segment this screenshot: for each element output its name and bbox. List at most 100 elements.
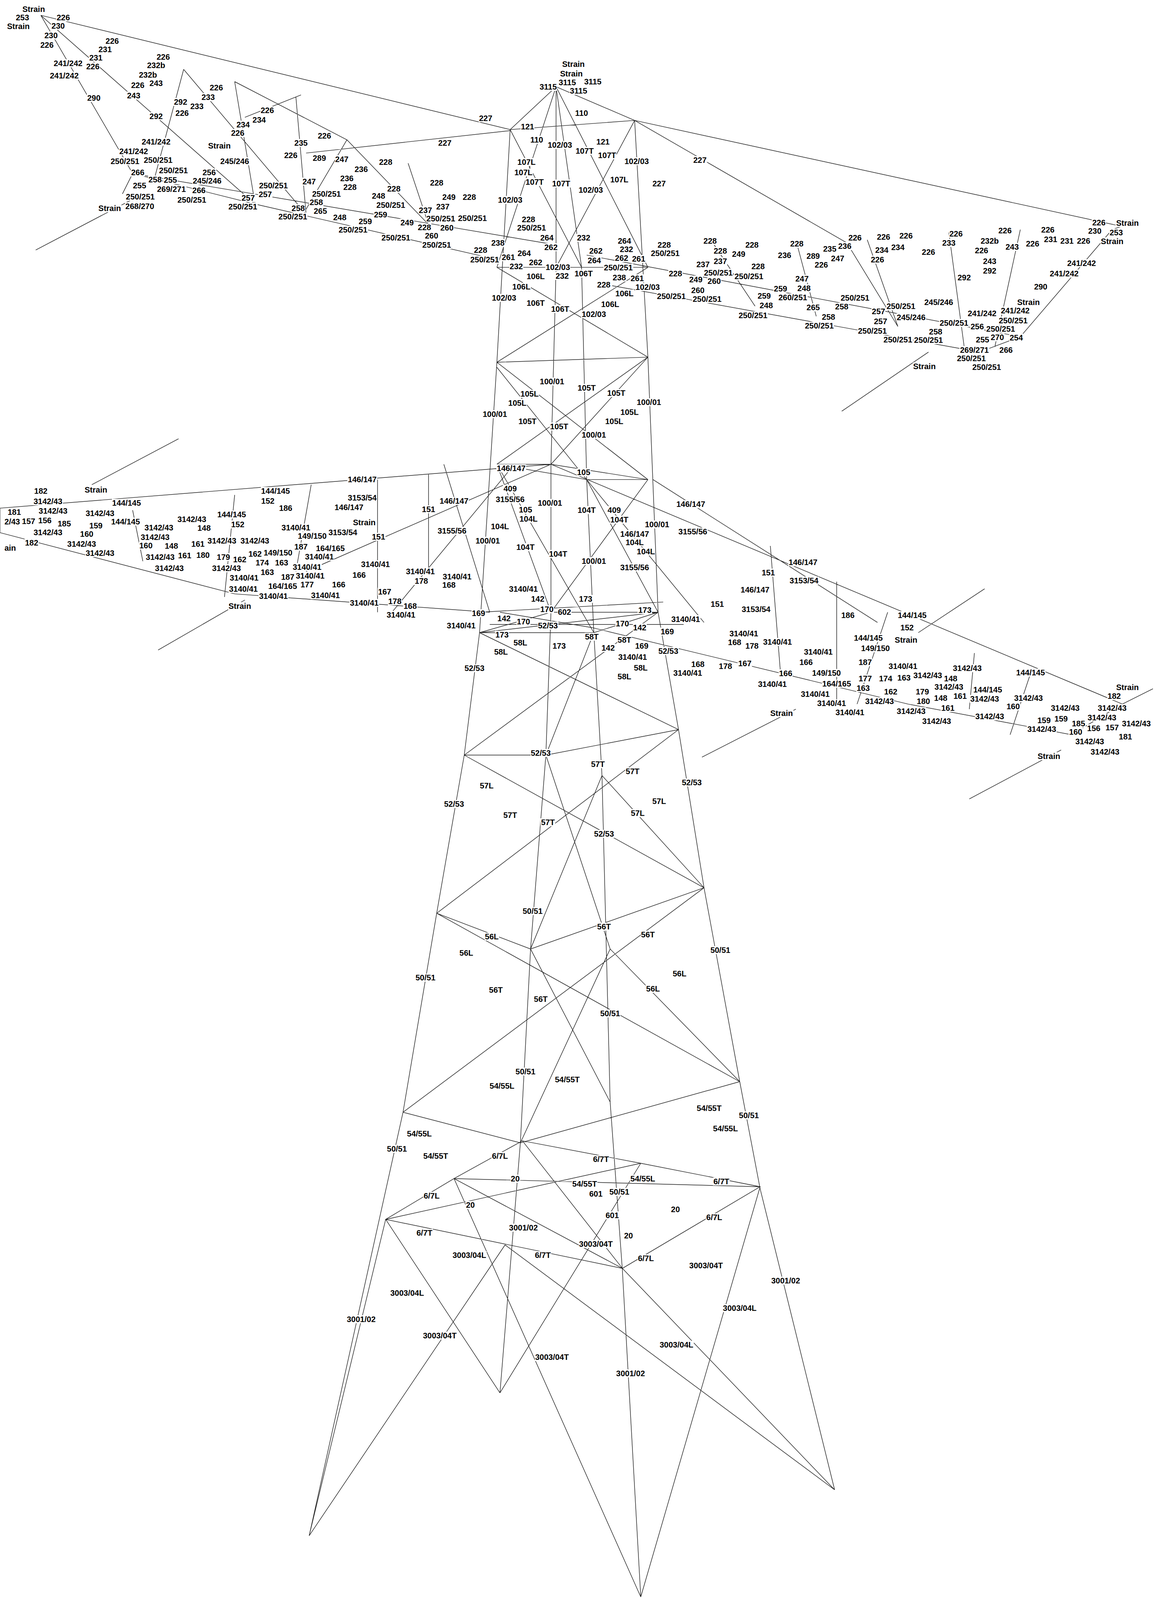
part-label: 182: [24, 538, 39, 547]
part-label: 3140/41: [757, 680, 787, 689]
part-label: 260: [707, 277, 722, 286]
part-label: 3142/43: [1121, 719, 1152, 728]
part-label: 100/01: [636, 398, 662, 407]
part-label: 169: [634, 642, 649, 650]
part-label: 104T: [548, 550, 568, 558]
part-label: Strain: [97, 204, 122, 213]
part-label: 3142/43: [211, 564, 242, 573]
part-label: 250/251: [457, 214, 488, 223]
part-label: 167: [377, 587, 392, 596]
part-label: 3140/41: [835, 708, 865, 717]
part-label: Strain: [894, 636, 919, 645]
part-label: 3140/41: [442, 572, 472, 581]
part-label: 241/242: [53, 59, 83, 68]
part-label: 168: [403, 602, 417, 611]
part-label: 182: [33, 487, 48, 496]
part-label: 6/7L: [423, 1192, 441, 1201]
part-label: 241/242: [141, 137, 171, 146]
part-label: 173: [637, 606, 652, 615]
part-label: 3142/43: [33, 497, 63, 506]
part-label: 3115: [558, 78, 577, 87]
part-label: 57T: [590, 760, 605, 769]
part-label: 232b: [146, 61, 166, 70]
part-label: 250/251: [998, 316, 1028, 325]
part-label: 3140/41: [670, 615, 701, 624]
part-label: 243: [126, 91, 141, 100]
part-label: 6/7L: [705, 1213, 723, 1222]
part-label: 226: [85, 62, 100, 71]
part-label: 106L: [526, 272, 546, 281]
part-label: 226: [1076, 236, 1091, 245]
part-label: 162: [232, 555, 247, 564]
part-label: 226: [130, 81, 145, 90]
part-label: 57L: [630, 809, 645, 818]
part-label: 102/03: [491, 293, 517, 302]
part-label: 262: [544, 243, 558, 252]
part-label: 146/147: [619, 530, 650, 539]
part-label: 601: [588, 1190, 603, 1199]
part-label: 250/251: [692, 295, 722, 304]
part-label: 269/271: [156, 185, 186, 194]
part-label: 56L: [459, 949, 474, 958]
part-label: 174: [255, 558, 270, 567]
part-label: 186: [278, 504, 293, 513]
part-label: 170: [615, 619, 630, 628]
part-label: 3142/43: [240, 536, 270, 545]
part-label: 6/7T: [534, 1251, 552, 1260]
part-label: 166: [798, 658, 813, 667]
part-label: 228: [657, 240, 672, 249]
part-label: 168: [442, 581, 457, 590]
part-label: Strain: [769, 709, 794, 718]
part-label: 290: [86, 93, 101, 102]
part-label: Strain: [561, 60, 586, 69]
part-label: 151: [761, 568, 776, 577]
part-label: 250/251: [971, 363, 1002, 372]
part-label: 250/251: [738, 311, 768, 320]
part-label: 250/251: [426, 214, 456, 223]
part-label: 100/01: [539, 377, 565, 386]
part-label: 121: [520, 122, 535, 131]
part-label: 3115: [569, 86, 588, 95]
part-label: 238: [490, 238, 505, 247]
part-label: 146/147: [675, 500, 706, 509]
part-label: 226: [876, 232, 891, 241]
part-label: 233: [201, 93, 216, 102]
part-label: 159: [1037, 716, 1052, 725]
part-label: 3142/43: [85, 549, 115, 558]
part-label: 3153/54: [789, 576, 819, 585]
part-label: 148: [933, 694, 948, 703]
part-label: 149/150: [263, 548, 293, 557]
part-label: 266: [130, 168, 145, 177]
part-label: 106L: [614, 289, 635, 298]
part-label: 236: [339, 174, 354, 183]
part-label: 144/145: [110, 517, 141, 526]
part-label: 160: [79, 530, 94, 539]
part-label: 226: [974, 246, 989, 255]
part-label: 56L: [645, 984, 660, 993]
part-label: 268/270: [125, 202, 155, 211]
part-label: 6/7L: [637, 1254, 655, 1263]
part-label: 226: [175, 109, 190, 118]
part-label: 228: [668, 269, 683, 278]
part-label: 233: [941, 238, 956, 247]
part-label: 255: [132, 181, 147, 190]
part-label: 52/53: [537, 621, 559, 630]
part-label: 3140/41: [405, 567, 435, 576]
part-label: 161: [940, 704, 955, 713]
part-label: 54/55L: [406, 1129, 433, 1138]
part-label: 163: [856, 684, 871, 693]
part-label: 142: [497, 614, 511, 623]
part-label: 102/03: [624, 157, 650, 166]
part-label: 247: [334, 155, 349, 164]
part-label: 248: [796, 284, 811, 293]
part-label: 105T: [518, 417, 538, 426]
part-label: 254: [1009, 333, 1024, 342]
part-label: 105L: [520, 389, 540, 398]
part-label: 107T: [575, 146, 595, 155]
part-label: 3003/04T: [534, 1353, 570, 1362]
part-label: 250/251: [882, 335, 913, 344]
part-label: 106T: [574, 269, 594, 278]
part-label: 3142/43: [176, 515, 207, 524]
part-label: 233: [189, 102, 204, 111]
part-label: Strain: [1115, 683, 1140, 692]
